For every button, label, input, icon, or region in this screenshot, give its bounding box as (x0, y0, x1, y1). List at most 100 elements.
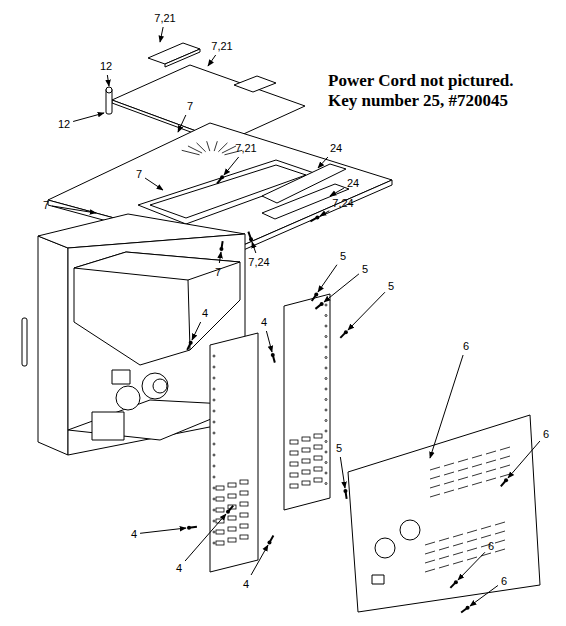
leader-line (348, 292, 385, 330)
fan-slot (197, 143, 206, 152)
vent-slot (453, 534, 463, 537)
vent-slot (495, 531, 505, 534)
vent-slot (472, 464, 482, 467)
screw-head (267, 540, 271, 544)
grille-slot (314, 467, 322, 471)
vent-slot (439, 547, 449, 550)
grille-slot (302, 470, 310, 474)
mount-hole (325, 451, 327, 453)
vent-slot (430, 485, 440, 488)
screw-head (271, 353, 275, 357)
leader-lines (52, 27, 540, 613)
callout-number: 5 (336, 442, 342, 454)
vent-slot (458, 459, 468, 462)
screw-head (249, 237, 253, 241)
auger-motor (92, 412, 124, 440)
leader-line (470, 585, 498, 606)
mount-hole (325, 315, 327, 317)
mount-hole (213, 454, 215, 456)
vent-hole (400, 520, 420, 540)
hinge (106, 88, 112, 114)
vent-slot (430, 494, 440, 497)
callout-number: 5 (340, 250, 346, 262)
screw-head (320, 302, 324, 306)
callout-number: 7 (187, 100, 193, 112)
vent-slot (472, 473, 482, 476)
grille-slot (240, 491, 248, 495)
vent-slot (458, 468, 468, 471)
leader-line (320, 211, 329, 216)
side-panel (210, 333, 258, 572)
grille-slot (302, 459, 310, 463)
leader-line (185, 514, 226, 561)
mount-hole (213, 388, 215, 390)
vent-slot (495, 549, 505, 552)
vent-slot (444, 481, 454, 484)
vent-slot (500, 474, 510, 477)
grille-slot (228, 527, 236, 531)
vent-slot (425, 551, 435, 554)
leader-line (340, 457, 345, 488)
mount-hole (325, 304, 327, 306)
mount-hole (325, 399, 327, 401)
leader-line (160, 27, 163, 42)
callout-number: 6 (501, 575, 507, 587)
leader-line (318, 265, 337, 292)
callout-number: 4 (243, 578, 249, 590)
leader-line (140, 528, 186, 533)
mount-hole (325, 483, 327, 485)
grille-slot (228, 516, 236, 520)
vent-slot (458, 486, 468, 489)
leader-line (219, 252, 221, 263)
leader-line (318, 157, 328, 168)
grille-slot (314, 456, 322, 460)
vent-slot (495, 540, 505, 543)
vent-slot (467, 530, 477, 533)
vent-slot (467, 539, 477, 542)
fan-slot (218, 143, 227, 152)
vent-slot (486, 460, 496, 463)
callout-number: 5 (362, 263, 368, 275)
grille-slot (240, 535, 248, 539)
grille-slot (302, 437, 310, 441)
hopper-top (74, 252, 240, 280)
callout-number: 4 (261, 316, 267, 328)
grille-slot (290, 451, 298, 455)
hinge-pin (106, 87, 112, 93)
mount-hole (325, 409, 327, 411)
screw-head (454, 580, 458, 584)
fan-slot (188, 146, 202, 153)
mount-hole (325, 388, 327, 390)
fan-slot (182, 150, 200, 155)
callout-number: 12 (100, 60, 112, 72)
grille-slot (314, 478, 322, 482)
vent-slot (486, 478, 496, 481)
mount-hole (213, 498, 215, 500)
vent-slot (453, 543, 463, 546)
mount-hole (213, 520, 215, 522)
vent-slot (472, 455, 482, 458)
grille-slot (216, 508, 224, 512)
leader-line (430, 355, 463, 458)
leader-line (208, 55, 216, 66)
grille-slot (240, 513, 248, 517)
mount-hole (213, 476, 215, 478)
side-panel (284, 294, 330, 510)
leader-line (330, 188, 344, 196)
note-text: Power Cord not pictured. Key number 25, … (328, 71, 546, 111)
grille-slot (290, 462, 298, 466)
screw-head (226, 510, 230, 514)
grille-slot (216, 497, 224, 501)
vent-slot (481, 526, 491, 529)
mount-hole (213, 377, 215, 379)
grille-slot (216, 541, 224, 545)
mount-hole (325, 346, 327, 348)
callout-number: 7 (136, 168, 142, 180)
callout-number: 24 (330, 142, 342, 154)
vent-slot (425, 569, 435, 572)
mount-hole (325, 430, 327, 432)
grille-slot (290, 484, 298, 488)
grille-pattern (182, 141, 510, 572)
mount-hole (213, 410, 215, 412)
